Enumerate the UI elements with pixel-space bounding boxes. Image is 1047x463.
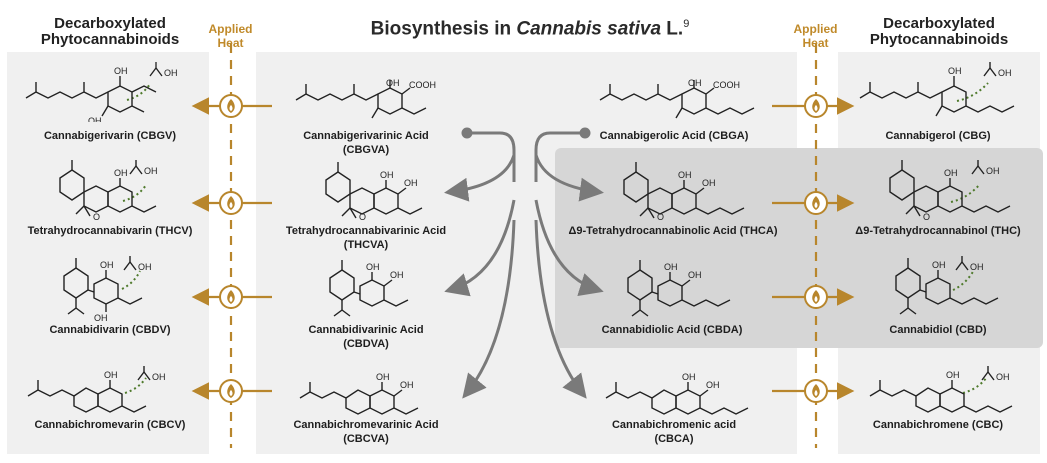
left-panel [7,52,209,454]
svg-text:OH: OH [946,370,960,380]
label-cbc: Cannabichromene (CBC) [872,419,1004,431]
title-ref: 9 [683,18,690,30]
heat-arrows-right [772,97,855,400]
label-cbg: Cannabigerol (CBG) [885,130,991,142]
svg-text:OH: OH [104,370,118,380]
right-header: Decarboxylated Phytocannabinoids [869,15,1009,48]
label-thcv: Tetrahydrocannabivarin (THCV) [27,225,193,237]
svg-text:OH: OH [932,260,946,270]
svg-text:OH: OH [164,68,178,78]
title-italic: Cannabis sativa [516,18,662,40]
flame-glyphs [227,99,820,398]
svg-text:OH: OH [996,372,1010,382]
svg-text:O: O [923,212,930,222]
thc-structure: OH O OH [889,160,1011,222]
svg-text:OH: OH [386,78,400,88]
svg-text:OH: OH [404,178,418,188]
title-text: Biosynthesis in [370,18,517,40]
label-cbdva: Cannabidivarinic Acid (CBDVA) [308,324,424,350]
cbcva-structure: OH OH [299,372,419,415]
label-cbgv: Cannabigerivarin (CBGV) [43,130,177,142]
svg-text:OH: OH [400,380,414,390]
svg-text:OH: OH [144,166,158,176]
label-thc: Δ9-Tetrahydrocannabinol (THC) [855,225,1021,237]
svg-text:OH: OH [948,66,962,76]
svg-text:OH: OH [706,380,720,390]
svg-text:OH: OH [88,116,102,122]
svg-text:OH: OH [100,260,114,270]
cbda-structure: OH OH [627,260,731,317]
page-title: Biosynthesis in Cannabis sativa L.9 [330,18,730,40]
svg-text:OH: OH [390,270,404,280]
svg-text:OH: OH [678,170,692,180]
svg-text:O: O [657,212,664,222]
label-cbca: Cannabichromenic acid (CBCA) [611,419,737,445]
applied-heat-left: Applied Heat [208,22,253,50]
svg-text:OH: OH [970,262,984,272]
label-cbgva: Cannabigerivarinic Acid (CBGVA) [303,130,429,156]
svg-text:OH: OH [664,262,678,272]
thc-cbd-highlight [555,148,1043,348]
cbca-structure: OH OH [605,372,749,415]
cbga-structure: OH COOH [599,78,755,119]
svg-text:COOH: COOH [409,80,436,90]
cbdv-structure: OH OH OH [63,256,152,322]
thcv-structure: OH O OH [59,160,158,222]
svg-text:OH: OH [944,168,958,178]
label-cbga: Cannabigerolic Acid (CBGA) [599,130,749,142]
svg-text:OH: OH [380,170,394,180]
svg-text:OH: OH [114,168,128,178]
svg-text:COOH: COOH [713,80,740,90]
svg-text:O: O [359,212,366,222]
cbg-structure: OH OH [859,62,1015,117]
svg-text:OH: OH [986,166,1000,176]
flame-icons [219,94,828,403]
label-thcva: Tetrahydrocannabivarinic Acid (THCVA) [285,225,447,251]
cbcv-structure: OH OH [27,366,166,413]
thcva-structure: OH OH O [325,162,423,222]
co2-release-arrows [121,82,989,394]
svg-text:OH: OH [688,78,702,88]
cbgva-structure: OH COOH [295,78,436,119]
svg-text:OH: OH [366,262,380,272]
cbgv-structure: OH OH OH [25,62,178,122]
synthase-arrows [444,127,604,399]
thca-structure: OH OH O [623,162,745,222]
svg-text:OH: OH [702,178,716,188]
label-cbdv: Cannabidivarin (CBDV) [49,324,171,336]
svg-text:OH: OH [114,66,128,76]
svg-text:OH: OH [688,270,702,280]
applied-heat-right: Applied Heat [793,22,838,50]
label-cbcv: Cannabichromevarin (CBCV) [34,419,186,431]
svg-text:OH: OH [152,372,166,382]
cbd-structure: OH OH [895,256,999,315]
svg-text:O: O [93,212,100,222]
title-suffix: L. [661,18,684,40]
label-cbda: Cannabidiolic Acid (CBDA) [601,324,743,336]
left-header: Decarboxylated Phytocannabinoids [40,15,180,48]
cbdva-structure: OH OH [329,260,409,317]
label-thca: Δ9-Tetrahydrocannabinolic Acid (THCA) [568,225,778,237]
svg-text:OH: OH [682,372,696,382]
label-cbd: Cannabidiol (CBD) [889,324,987,336]
svg-text:OH: OH [376,372,390,382]
svg-text:OH: OH [138,262,152,272]
svg-text:OH: OH [94,313,108,322]
svg-text:OH: OH [998,68,1012,78]
label-cbcva: Cannabichromevarinic Acid (CBCVA) [293,419,439,445]
cbc-structure: OH OH [869,366,1013,413]
